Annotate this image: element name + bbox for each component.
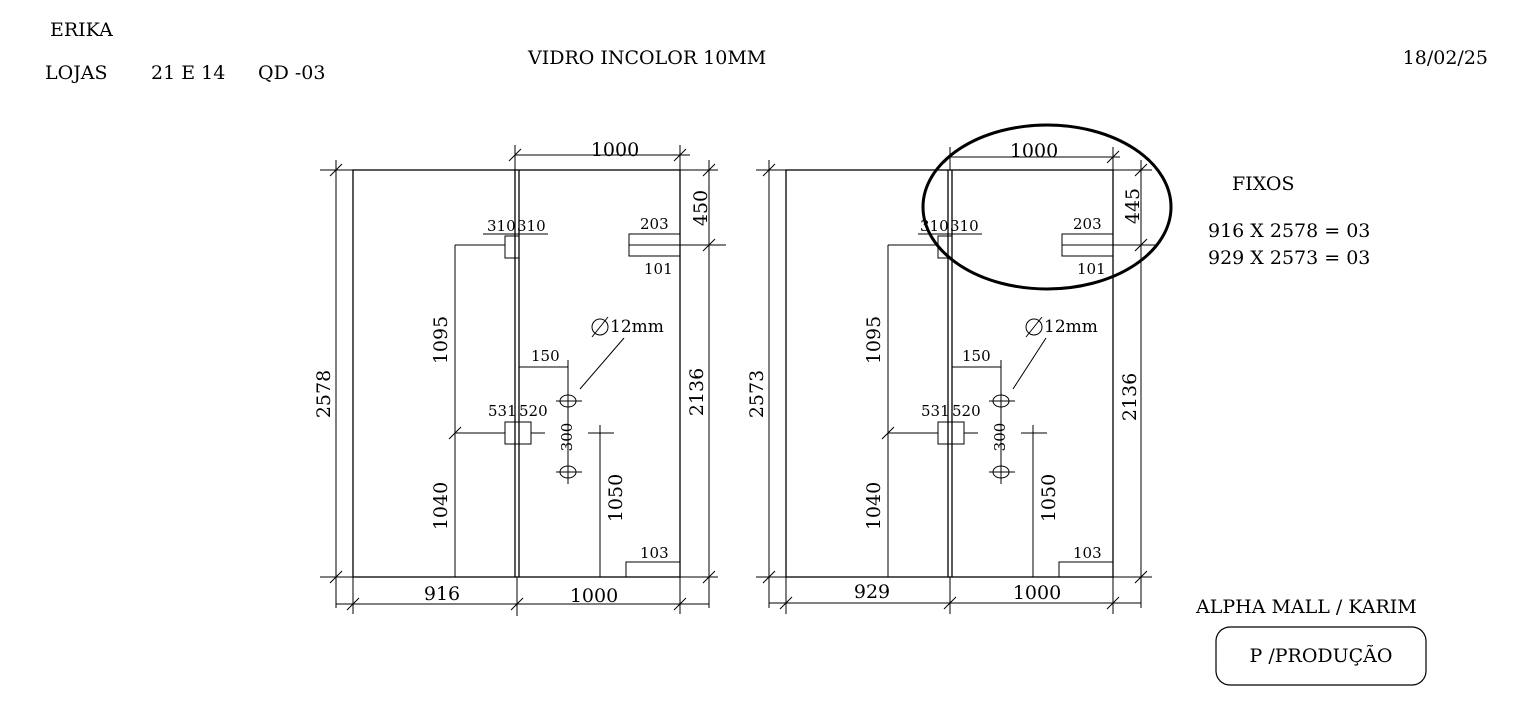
fixed-title: FIXOS — [1232, 173, 1294, 195]
left-bottom-left-width: 916 — [424, 583, 460, 605]
right-bottom-patch: 103 — [1073, 544, 1102, 562]
right-panel-drawing: 1000 2573 445 2136 929 1000 310 3 — [746, 123, 1173, 614]
left-top-patch-outer: 203 — [640, 215, 669, 233]
production-stamp-box — [1215, 626, 1427, 686]
right-hole-spacing: 300 — [991, 423, 1009, 452]
right-top-patch-inner: 101 — [1077, 260, 1106, 278]
left-hinge-offset-right: 310 — [517, 217, 546, 235]
right-bottom-left-width: 929 — [854, 581, 890, 603]
right-lock-right: 520 — [952, 402, 981, 420]
left-hole-diameter: 12mm — [610, 317, 664, 337]
right-lower-right-height: 1050 — [1038, 474, 1060, 522]
left-lower-right-height: 1050 — [605, 474, 627, 522]
client-name: ERIKA — [50, 19, 113, 41]
highlight-ellipse — [921, 123, 1173, 291]
production-stamp: P /PRODUÇÃO — [1250, 645, 1393, 667]
fixed-item-1: 916 X 2578 = 03 — [1208, 220, 1370, 242]
left-lock-left: 531 — [488, 402, 517, 420]
left-top-width: 1000 — [591, 139, 639, 161]
stores-number: 21 E 14 — [151, 62, 225, 84]
location-label: LOJAS — [45, 62, 108, 84]
right-lower-left-height: 1040 — [863, 482, 885, 530]
left-top-patch-inner: 101 — [644, 260, 673, 278]
left-upper-right-height: 450 — [690, 190, 712, 226]
left-upper-left-height: 1095 — [430, 316, 452, 364]
right-upper-right-height: 445 — [1122, 188, 1144, 224]
left-panel-drawing: 1000 2578 450 2136 916 1000 310 3 — [313, 139, 726, 616]
right-lock-left: 531 — [921, 402, 950, 420]
right-hinge-offset-right: 310 — [950, 217, 979, 235]
right-total-height: 2573 — [746, 370, 768, 418]
right-upper-left-height: 1095 — [863, 316, 885, 364]
quantity-code: QD -03 — [258, 62, 325, 84]
right-hole-offset: 150 — [962, 347, 991, 365]
left-bottom-right-width: 1000 — [570, 585, 618, 607]
left-lower-left-height: 1040 — [430, 482, 452, 530]
date: 18/02/25 — [1403, 47, 1488, 69]
right-top-patch-outer: 203 — [1073, 215, 1102, 233]
left-right-height: 2136 — [686, 368, 708, 416]
right-top-width: 1000 — [1010, 140, 1058, 162]
fixed-item-2: 929 X 2573 = 03 — [1208, 247, 1370, 269]
left-hole-spacing: 300 — [558, 423, 576, 452]
left-bottom-patch: 103 — [640, 544, 669, 562]
right-bottom-right-width: 1000 — [1013, 582, 1061, 604]
right-hole-diameter: 12mm — [1044, 317, 1098, 337]
material-title: VIDRO INCOLOR 10MM — [527, 47, 766, 69]
left-lock-right: 520 — [519, 402, 548, 420]
right-right-height: 2136 — [1119, 373, 1141, 421]
project-name: ALPHA MALL / KARIM — [1195, 596, 1417, 618]
left-total-height: 2578 — [313, 370, 335, 418]
left-hinge-offset-left: 310 — [487, 217, 516, 235]
left-hole-offset: 150 — [531, 347, 560, 365]
